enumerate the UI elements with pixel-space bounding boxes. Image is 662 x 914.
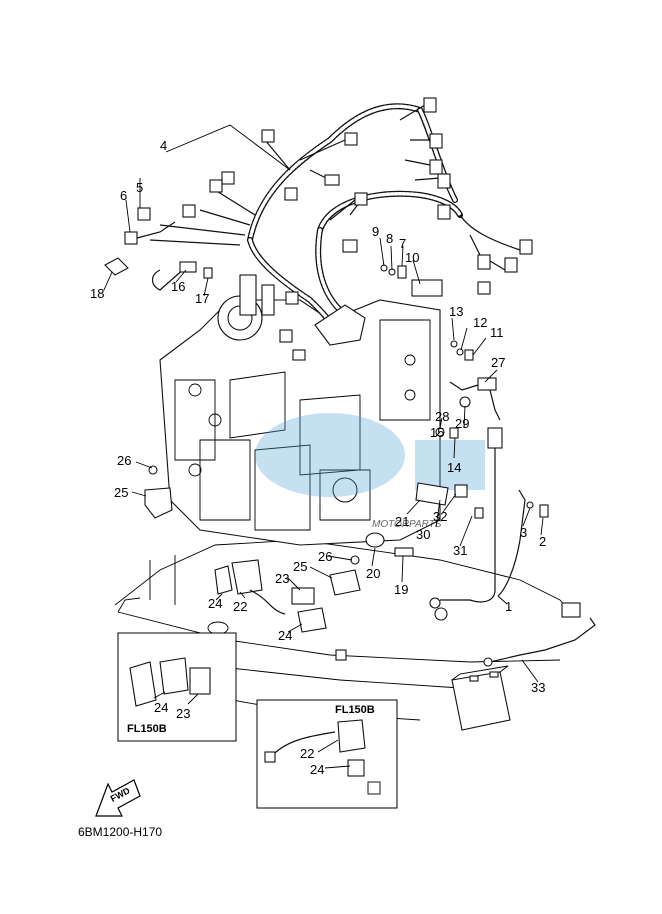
callout-3: 3 — [520, 525, 527, 540]
part-18-clip — [104, 257, 129, 276]
engine-block — [159, 274, 441, 546]
callout-32: 32 — [433, 509, 447, 524]
callout-2: 2 — [539, 534, 546, 549]
callout-9: 9 — [372, 224, 379, 239]
callout-13: 13 — [449, 304, 463, 319]
callout-18: 18 — [90, 286, 104, 301]
callout-26-center: 26 — [318, 549, 332, 564]
part-30-relay — [415, 482, 449, 506]
battery — [451, 602, 596, 731]
callout-7: 7 — [399, 236, 406, 251]
left-parts — [104, 207, 213, 291]
callout-6: 6 — [120, 188, 127, 203]
callout-14: 14 — [447, 460, 461, 475]
callout-4: 4 — [160, 138, 167, 153]
callout-1: 1 — [505, 599, 512, 614]
watermark-logo — [255, 413, 485, 497]
callout-26: 26 — [117, 453, 131, 468]
part-1-cable-terminal — [487, 427, 503, 449]
part-6 — [124, 231, 138, 245]
right-parts — [365, 264, 549, 621]
part-16-sensor — [179, 261, 197, 273]
callout-16: 16 — [171, 279, 185, 294]
bracket-parts — [144, 465, 361, 635]
callout-23: 23 — [275, 571, 289, 586]
part-5 — [137, 207, 151, 221]
diagram-code: 6BM1200-H170 — [78, 825, 162, 839]
callout-31: 31 — [453, 543, 467, 558]
callout-21: 21 — [395, 514, 409, 529]
inset-left-callout-24: 24 — [154, 700, 168, 715]
callout-25-left: 25 — [114, 485, 128, 500]
callout-12: 12 — [473, 315, 487, 330]
callout-29: 29 — [455, 416, 469, 431]
inset-center-callout-24: 24 — [310, 762, 324, 777]
callout-24-center: 24 — [278, 628, 292, 643]
callout-27: 27 — [491, 355, 505, 370]
callout-25: 25 — [293, 559, 307, 574]
callout-30: 30 — [416, 527, 430, 542]
callout-28: 28 — [435, 409, 449, 424]
callout-33: 33 — [531, 680, 545, 695]
inset-box-left: FL150B — [117, 632, 237, 742]
inset-box-center: FL150B — [256, 699, 398, 809]
part-17 — [203, 267, 213, 279]
callout-15: 15 — [430, 425, 444, 440]
harness-connectors — [182, 97, 533, 361]
leader-lines — [103, 124, 544, 769]
callout-17: 17 — [195, 291, 209, 306]
watermark-text: MOTORPARTS — [372, 519, 442, 530]
inset-left-callout-23: 23 — [176, 706, 190, 721]
callout-22: 22 — [233, 599, 247, 614]
callout-24: 24 — [208, 596, 222, 611]
callout-5: 5 — [136, 180, 143, 195]
callout-19: 19 — [394, 582, 408, 597]
inset-center-callout-22: 22 — [300, 746, 314, 761]
inset-center-title: FL150B — [335, 704, 375, 716]
fwd-arrow: FWD — [95, 779, 141, 817]
callout-10: 10 — [405, 250, 419, 265]
callout-labels: 1 2 3 4 5 6 7 8 9 10 11 12 13 14 15 16 1… — [90, 138, 546, 777]
inset-left-title: FL150B — [127, 723, 167, 735]
callout-8: 8 — [386, 231, 393, 246]
callout-20: 20 — [366, 566, 380, 581]
callout-11: 11 — [490, 325, 504, 340]
